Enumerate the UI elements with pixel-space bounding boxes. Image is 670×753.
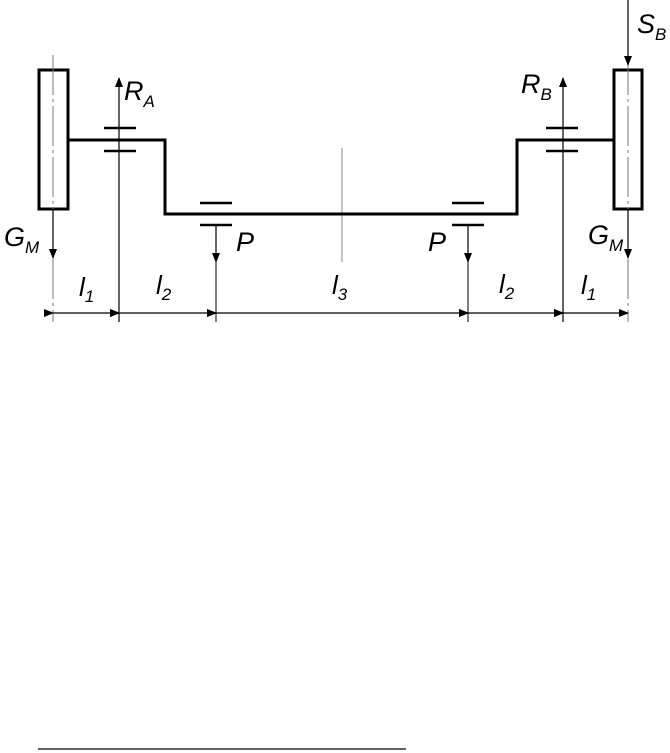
- bearing-a: [104, 126, 136, 153]
- dim-label-l3: l3: [332, 270, 348, 304]
- shaft: [68, 138, 614, 216]
- label-p-left: P: [236, 227, 254, 257]
- bearing-b: [546, 126, 578, 153]
- label-p-right: P: [428, 227, 446, 257]
- dim-label-l2-left: l2: [156, 270, 172, 304]
- label-sb: SB: [637, 9, 666, 44]
- label-rb: RB: [521, 69, 552, 104]
- label-ra: RA: [124, 76, 155, 111]
- dim-label-l2-right: l2: [499, 269, 515, 303]
- label-gm-right: GM: [588, 220, 624, 255]
- dim-label-l1-left: l1: [79, 272, 94, 306]
- label-gm-left: GM: [4, 222, 40, 257]
- dim-label-l1-right: l1: [581, 270, 596, 304]
